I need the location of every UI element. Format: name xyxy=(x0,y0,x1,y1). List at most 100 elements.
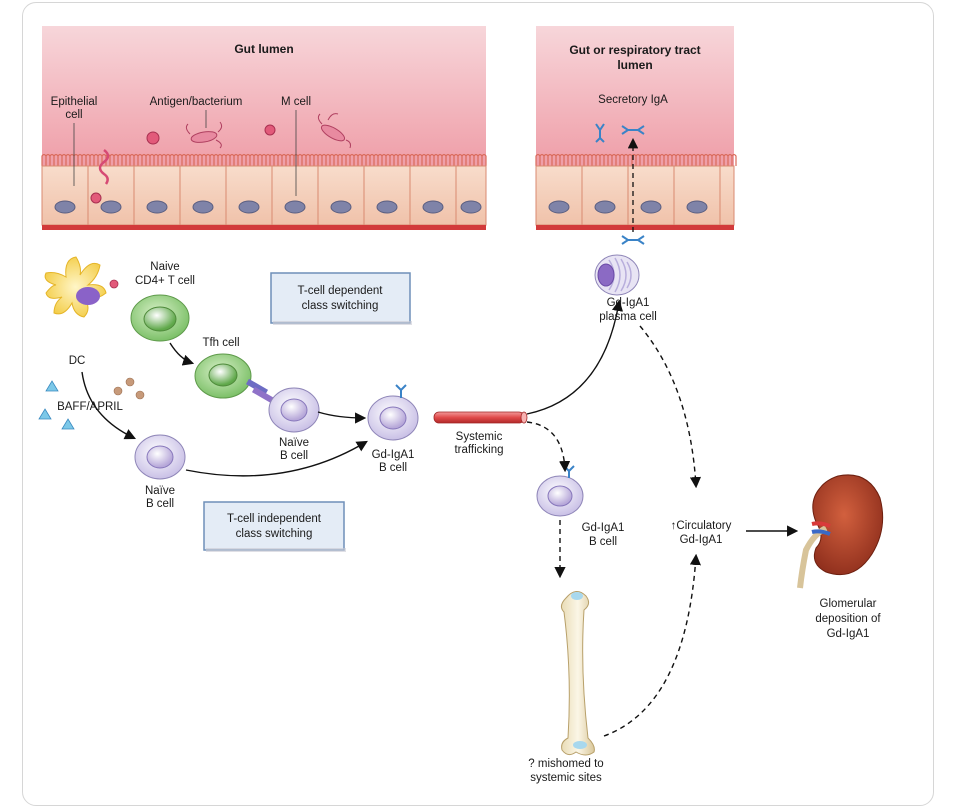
resp-epithelial-cells xyxy=(535,165,735,226)
epithelial-cell xyxy=(133,165,181,226)
naive-b-cell-tdep xyxy=(268,387,320,433)
vessel-to-b-cell-arrow xyxy=(526,421,571,473)
circulatory-label-line1: ↑Circulatory xyxy=(671,520,732,532)
resp-microvilli xyxy=(535,153,737,166)
gd-b-cell2-label-line2: B cell xyxy=(589,536,617,548)
t-cell-dependent-box: T-cell dependent class switching xyxy=(270,272,412,325)
plasma-label-line1: Gd-IgA1 xyxy=(607,297,650,309)
tindep-to-gd-b-arrow xyxy=(185,440,368,477)
iga-receptor-icon xyxy=(395,384,407,398)
baff-april-label: BAFF/APRIL xyxy=(57,401,123,413)
epithelial-nucleus xyxy=(422,200,444,214)
naive-b-cell-tindep xyxy=(134,434,186,480)
mishomed-label-line1: ? mishomed to xyxy=(528,758,603,770)
gut-microvilli xyxy=(41,153,487,166)
epithelial-cell-label-line1: Epithelial xyxy=(51,96,98,108)
epithelial-cell xyxy=(409,165,457,226)
naive-b-label-left-line2: B cell xyxy=(146,498,174,510)
plasma-label-line2: plasma cell xyxy=(599,311,657,323)
epithelial-nucleus xyxy=(548,200,570,214)
cd4-to-tfh-arrow xyxy=(169,342,195,366)
kidney-label-line1: Glomerular xyxy=(820,598,877,610)
gut-lumen-title: Gut lumen xyxy=(234,42,293,56)
gut-lumen-background xyxy=(42,26,486,166)
epithelial-nucleus xyxy=(238,200,260,214)
gd-b-cell-label-line2: B cell xyxy=(379,462,407,474)
naive-cd4-label-line1: Naive xyxy=(150,261,179,273)
t-cell-independent-box: T-cell independent class switching xyxy=(203,501,346,552)
epithelial-cell xyxy=(455,165,487,226)
epithelial-nucleus xyxy=(376,200,398,214)
t-independent-line2: class switching xyxy=(236,528,313,540)
circulatory-label-line2: Gd-IgA1 xyxy=(680,534,723,546)
baff-april-icon xyxy=(38,377,145,430)
secretory-iga-label: Secretory IgA xyxy=(598,94,668,106)
epithelial-cell xyxy=(627,165,675,226)
epithelial-nucleus xyxy=(192,200,214,214)
epithelial-nucleus xyxy=(594,200,616,214)
systemic-label-line2: trafficking xyxy=(454,444,503,456)
naive-b-to-gd-b-arrow xyxy=(317,411,367,424)
epithelial-nucleus xyxy=(330,200,352,214)
antigen-icon xyxy=(90,124,276,204)
epithelial-cell xyxy=(271,165,319,226)
naive-b-label-right-line1: Naïve xyxy=(279,437,309,449)
tfh-cell xyxy=(194,353,252,399)
bone-to-circulatory-arrow xyxy=(603,553,701,737)
tfh-label: Tfh cell xyxy=(202,337,239,349)
mishomed-label-line2: systemic sites xyxy=(530,772,602,784)
gd-iga1-b-cell xyxy=(367,384,419,441)
epithelial-nucleus xyxy=(640,200,662,214)
secretory-iga-icon xyxy=(595,123,645,143)
epithelial-nucleus xyxy=(284,200,306,214)
gd-iga1-b-cell-2 xyxy=(536,465,584,517)
t-dependent-line2: class switching xyxy=(302,300,379,312)
dendritic-cell xyxy=(44,256,119,318)
naive-cd4-label-line2: CD4+ T cell xyxy=(135,275,195,287)
t-independent-line1: T-cell independent xyxy=(227,513,322,525)
dc-label: DC xyxy=(69,355,86,367)
antigen-label: Antigen/bacterium xyxy=(150,96,243,108)
gut-basement-membrane xyxy=(42,225,486,230)
dc-to-naive-b-arrow xyxy=(81,371,137,440)
epithelial-cell xyxy=(581,165,629,226)
epithelial-cell xyxy=(225,165,273,226)
epithelial-cell xyxy=(179,165,227,226)
epithelial-nucleus xyxy=(686,200,708,214)
respiratory-lumen-panel: Gut or respiratory tract lumen Secretory… xyxy=(535,26,737,245)
resp-lumen-title-line2: lumen xyxy=(617,58,652,72)
resp-basement-membrane xyxy=(536,225,734,230)
epithelial-cell-label-line2: cell xyxy=(65,109,82,121)
kidney-label-line2: deposition of xyxy=(815,613,881,625)
plasma-to-circulatory-arrow xyxy=(639,325,702,489)
resp-lumen-title-line1: Gut or respiratory tract xyxy=(569,43,700,57)
epithelial-nucleus xyxy=(146,200,168,214)
gd-b-cell2-label-line1: Gd-IgA1 xyxy=(582,522,625,534)
bone-marrow-icon xyxy=(560,591,595,756)
dc-nucleus xyxy=(76,287,100,305)
kidney-label-line3: Gd-IgA1 xyxy=(827,628,870,640)
naive-b-label-left-line1: Naïve xyxy=(145,485,175,497)
bacterium-icon xyxy=(98,113,351,185)
epithelial-nucleus xyxy=(460,200,482,214)
gut-lumen-panel: Gut lumen Epithelial cell Antigen/bacter… xyxy=(41,26,487,230)
gd-iga1-plasma-cell xyxy=(594,254,640,296)
kidney-icon xyxy=(797,474,884,589)
m-cell-label: M cell xyxy=(281,96,311,108)
epithelial-cell xyxy=(719,165,735,226)
gd-b-cell-label-line1: Gd-IgA1 xyxy=(372,449,415,461)
vessel-to-plasma-arrow xyxy=(526,299,624,415)
epithelial-nucleus xyxy=(100,200,122,214)
epithelial-cell xyxy=(363,165,411,226)
naive-b-label-right-line2: B cell xyxy=(280,450,308,462)
epithelial-cell xyxy=(673,165,721,226)
t-dependent-line1: T-cell dependent xyxy=(297,285,383,297)
flow-arrows xyxy=(81,299,799,737)
epithelial-cell xyxy=(41,165,89,226)
gut-epithelial-cells xyxy=(41,165,487,226)
systemic-label-line1: Systemic xyxy=(456,431,503,443)
epithelial-nucleus xyxy=(54,200,76,214)
epithelial-cell xyxy=(535,165,583,226)
epithelial-cell xyxy=(317,165,365,226)
